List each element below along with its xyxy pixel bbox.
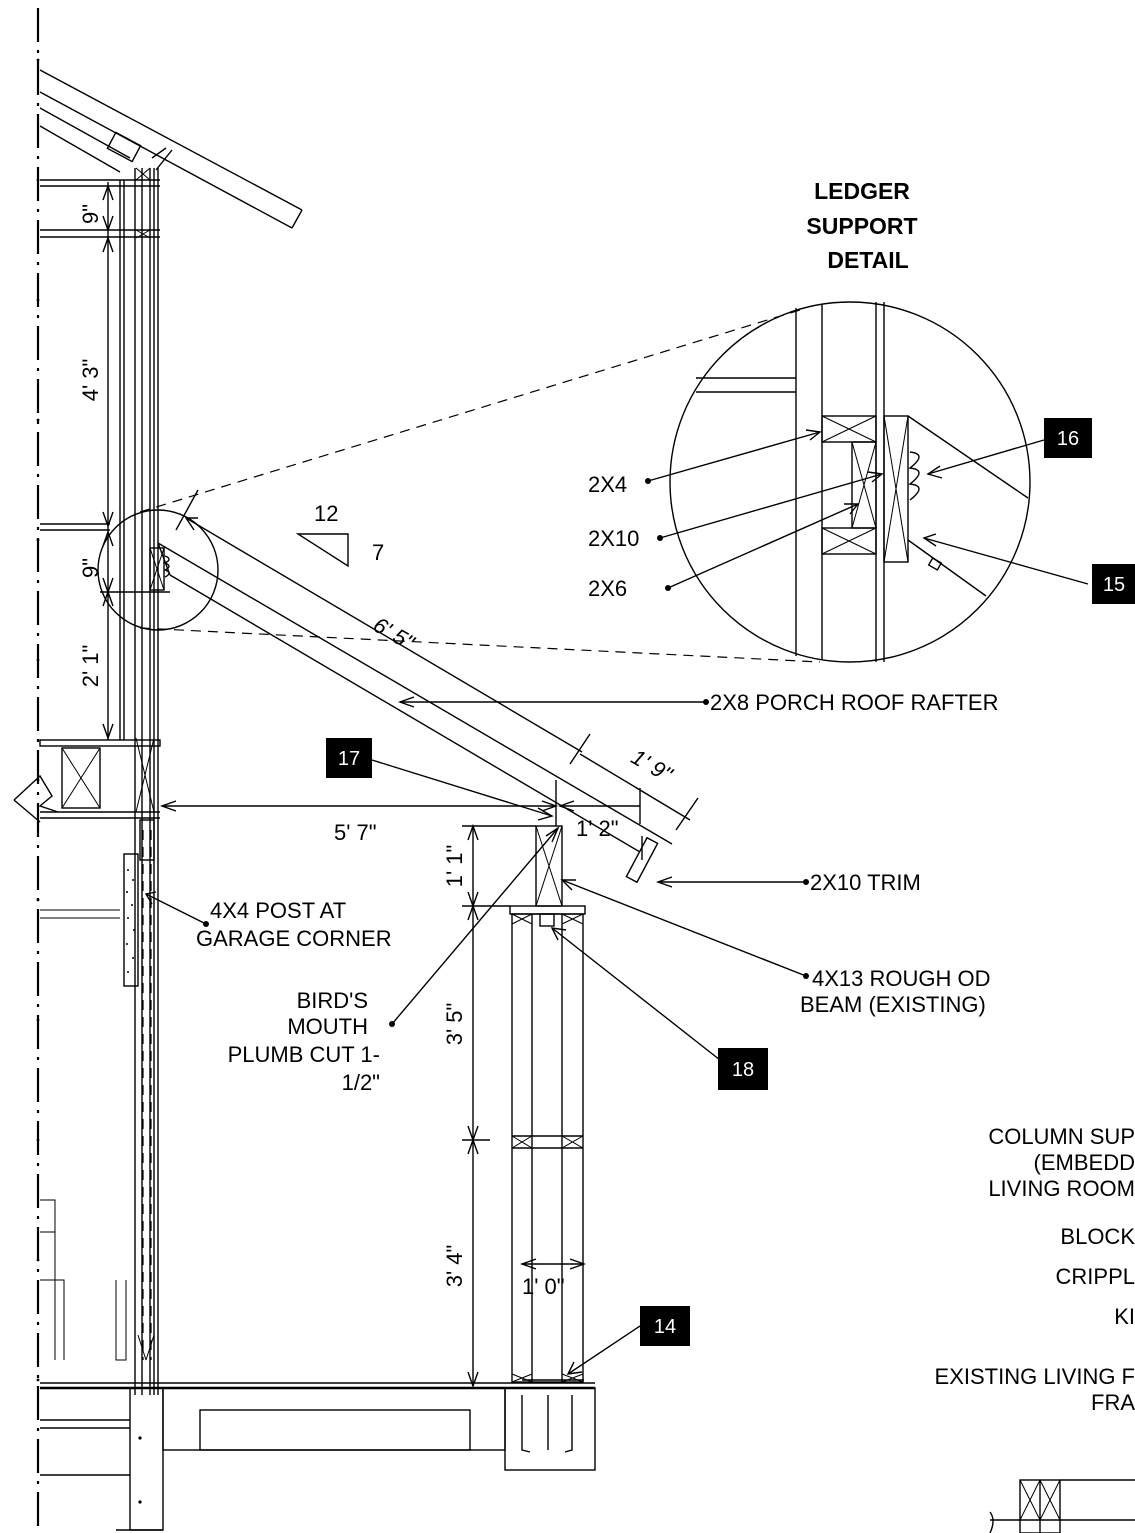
- detail-title-line2: SUPPORT: [806, 213, 917, 239]
- foundation: [40, 1382, 596, 1531]
- note-living-room: LIVING ROOM: [988, 1176, 1135, 1201]
- detail-title-line3: DETAIL: [827, 247, 908, 273]
- rafter-dimensions: [175, 489, 699, 831]
- horizontal-dimensions: [159, 780, 641, 1381]
- note-embedded: (EMBEDD: [1034, 1150, 1135, 1175]
- note-frame: FRA: [1091, 1390, 1135, 1415]
- callout-post-line2: GARAGE CORNER: [196, 926, 392, 951]
- tag-18: 18: [718, 1048, 768, 1090]
- dim-1-2: 1' 2": [576, 816, 619, 841]
- dim-3-4: 3' 4": [442, 1245, 467, 1288]
- wall-dimensions: [100, 182, 170, 741]
- dim-9-lower: 9": [78, 558, 103, 578]
- slope-triangle-icon: [295, 533, 349, 568]
- column-dimensions: [462, 823, 536, 1389]
- garage-corner-post: [40, 819, 155, 1361]
- house-wall: [13, 167, 161, 1395]
- callout-porch-rafter: 2X8 PORCH ROOF RAFTER: [710, 690, 998, 715]
- svg-text:17: 17: [338, 748, 360, 770]
- dim-9-upper: 9": [78, 204, 103, 224]
- dim-1-0: 1' 0": [522, 1274, 565, 1299]
- right-partial-framing: [989, 1479, 1135, 1533]
- dim-1-9: 1' 9": [627, 744, 677, 788]
- main-roof: [39, 69, 303, 229]
- ledger-reference-circle: [97, 509, 219, 631]
- dim-5-7: 5' 7": [334, 820, 377, 845]
- callout-2x6: 2X6: [588, 576, 627, 601]
- detail-title-line1: LEDGER: [814, 178, 910, 204]
- tag-17: 17: [326, 738, 372, 778]
- tag-14: 14: [640, 1306, 690, 1346]
- note-cripple: CRIPPL: [1056, 1264, 1135, 1289]
- svg-text:16: 16: [1057, 428, 1079, 450]
- dim-2-1: 2' 1": [78, 645, 103, 688]
- tag-15: 15: [1092, 564, 1135, 604]
- callout-beam-line1: 4X13 ROUGH OD: [812, 966, 991, 991]
- ledger-detail-circle: [669, 301, 1031, 663]
- note-column-support: COLUMN SUP: [988, 1124, 1135, 1149]
- slope-rise: 7: [372, 540, 384, 565]
- callout-birdsmouth-line4: 1/2": [342, 1070, 380, 1095]
- callout-birdsmouth-line3: PLUMB CUT 1-: [228, 1042, 380, 1067]
- callout-birdsmouth-line2: MOUTH: [287, 1014, 368, 1039]
- callout-2x4: 2X4: [588, 472, 627, 497]
- svg-text:15: 15: [1103, 574, 1125, 596]
- svg-text:14: 14: [654, 1316, 676, 1338]
- note-king: KI: [1114, 1304, 1135, 1329]
- dim-1-1: 1' 1": [442, 845, 467, 888]
- dim-4-3: 4' 3": [78, 359, 103, 402]
- detail-leaders: [645, 429, 1089, 591]
- svg-text:18: 18: [732, 1059, 754, 1081]
- callout-2x10: 2X10: [588, 526, 639, 551]
- slope-run: 12: [314, 501, 338, 526]
- porch-column: [509, 825, 586, 1383]
- callout-beam-line2: BEAM (EXISTING): [800, 992, 986, 1017]
- callout-post-line1: 4X4 POST AT: [210, 898, 346, 923]
- note-existing-living: EXISTING LIVING F: [935, 1364, 1135, 1389]
- dim-3-5: 3' 5": [442, 1003, 467, 1046]
- callout-birdsmouth-line1: BIRD'S: [297, 988, 368, 1013]
- dim-6-5: 6' 5": [369, 612, 419, 656]
- callout-2x10-trim: 2X10 TRIM: [810, 870, 921, 895]
- note-block: BLOCK: [1060, 1224, 1135, 1249]
- tag-16: 16: [1044, 418, 1092, 458]
- detail-contents: [696, 302, 1029, 662]
